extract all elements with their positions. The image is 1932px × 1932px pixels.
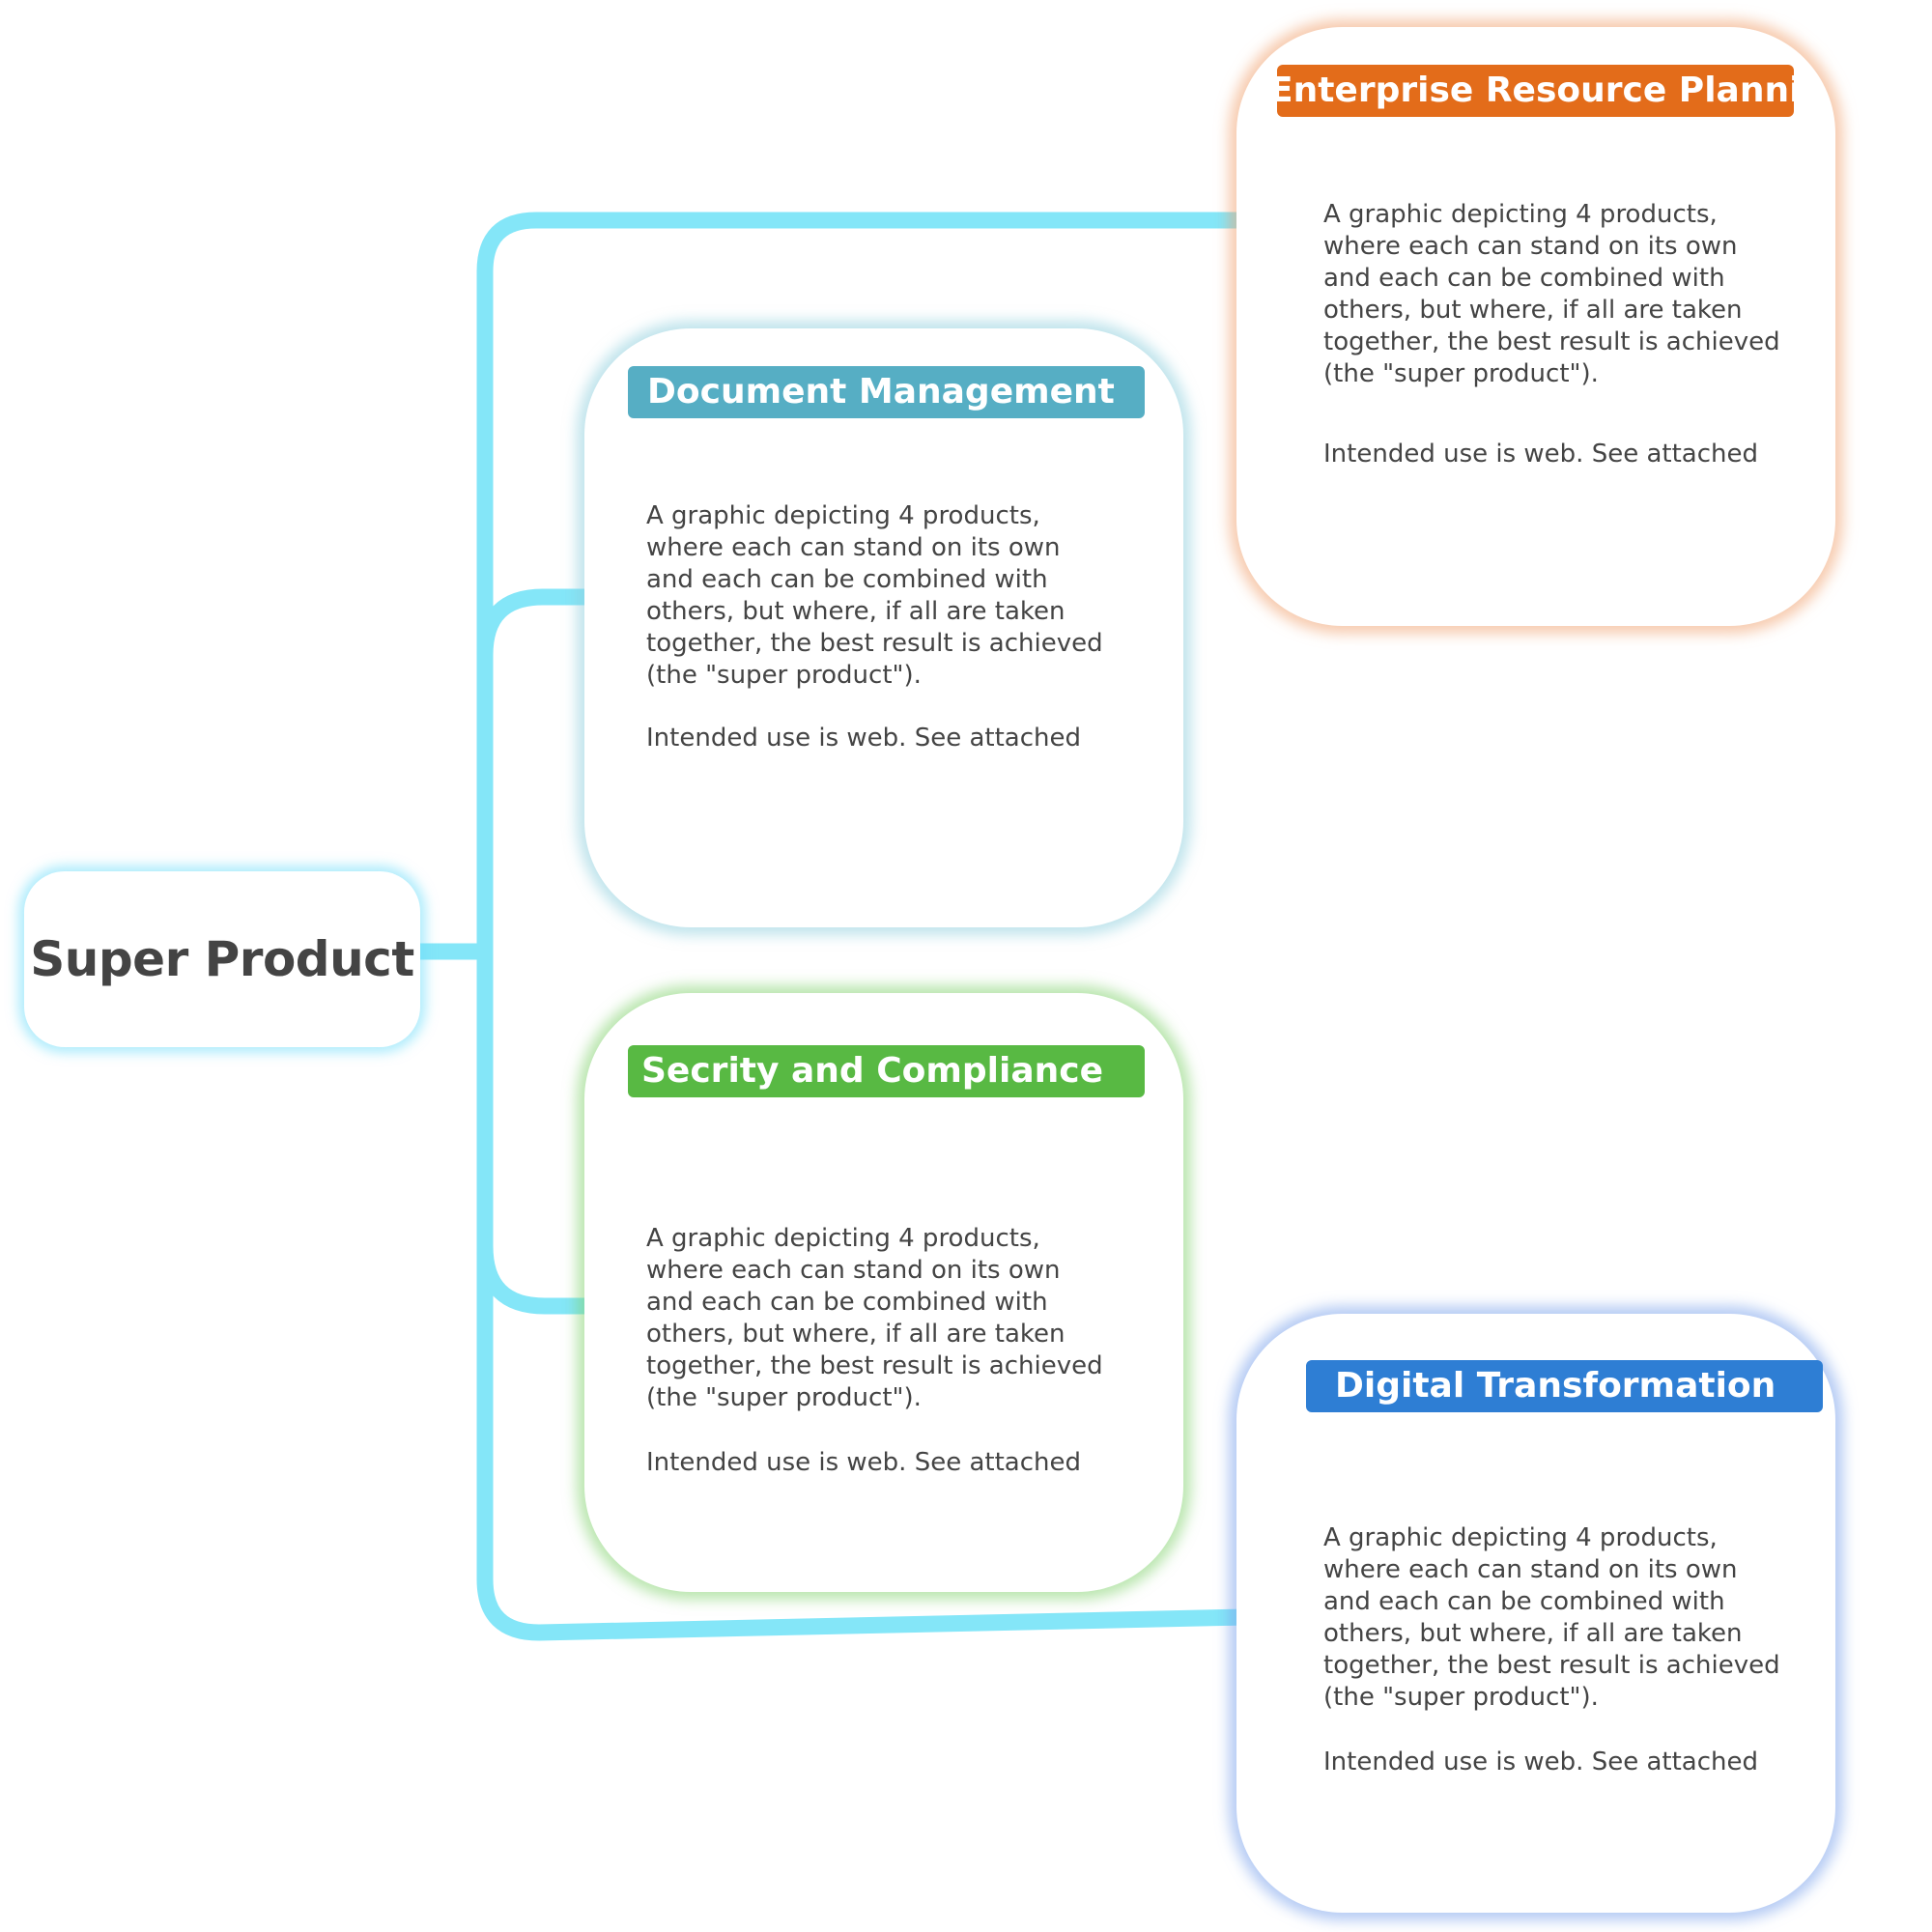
- card-security-and-compliance[interactable]: Secrity and Compliance A graphic depicti…: [584, 993, 1183, 1592]
- root-node[interactable]: Super Product: [24, 871, 420, 1047]
- card-title: Secrity and Compliance: [628, 1045, 1145, 1097]
- card-title: Digital Transformation: [1306, 1360, 1823, 1412]
- card-enterprise-resource-planning[interactable]: Enterprise Resource Planning A graphic d…: [1236, 27, 1835, 626]
- card-note: Intended use is web. See attached: [646, 724, 1081, 753]
- card-note: Intended use is web. See attached: [1323, 440, 1758, 469]
- card-digital-transformation[interactable]: Digital Transformation A graphic depicti…: [1236, 1314, 1835, 1913]
- card-document-management[interactable]: Document Management A graphic depicting …: [584, 328, 1183, 927]
- card-title: Enterprise Resource Planning: [1277, 65, 1794, 117]
- card-description: A graphic depicting 4 products, where ea…: [1323, 1523, 1780, 1712]
- root-label: Super Product: [30, 931, 414, 987]
- card-description: A graphic depicting 4 products, where ea…: [646, 501, 1103, 690]
- card-title: Document Management: [628, 366, 1145, 418]
- card-description: A graphic depicting 4 products, where ea…: [646, 1224, 1103, 1412]
- connector-erp: [476, 212, 1247, 1641]
- card-note: Intended use is web. See attached: [646, 1448, 1081, 1477]
- card-description: A graphic depicting 4 products, where ea…: [1323, 200, 1780, 388]
- connector-doc: [476, 588, 584, 1315]
- card-note: Intended use is web. See attached: [1323, 1747, 1758, 1776]
